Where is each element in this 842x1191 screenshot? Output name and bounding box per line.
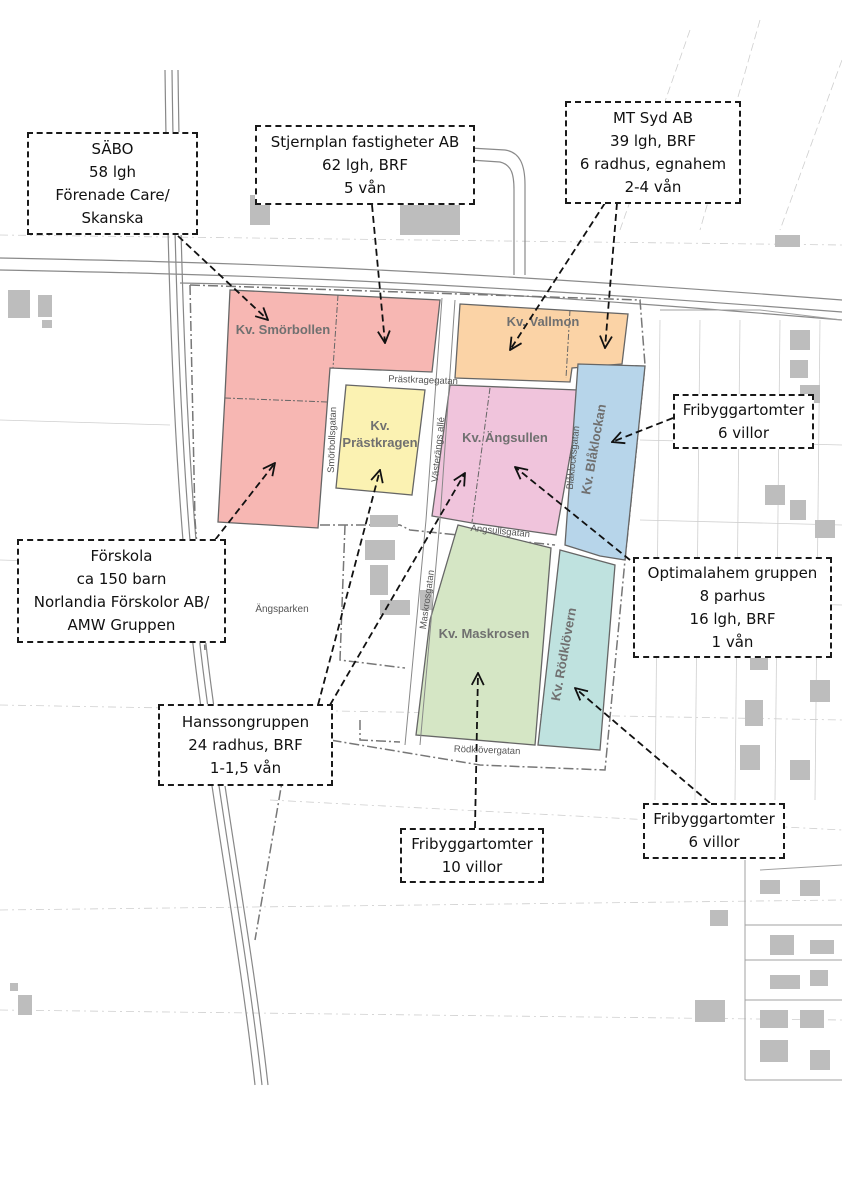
stjernplan-line-3: 5 vån <box>344 178 386 197</box>
mtsyd-line-4: 2-4 vån <box>624 177 682 196</box>
optimalahem-line-1: Optimalahem gruppen <box>647 563 818 582</box>
label-forskola: Förskola ca 150 barn Norlandia Förskolor… <box>17 539 226 643</box>
label-fribyggar-ne: Fribyggartomter 6 villor <box>673 394 814 449</box>
fribyggar-se-line-2: 6 villor <box>688 833 740 851</box>
leader-arrows <box>177 202 711 829</box>
fribyggar-s-line-2: 10 villor <box>441 857 503 876</box>
label-mtsyd: MT Syd AB 39 lgh, BRF 6 radhus, egnahem … <box>565 101 741 204</box>
park-angsparken: Ängsparken <box>255 603 308 615</box>
label-sabo: SÄBO 58 lgh Förenade Care/ Skanska <box>27 132 198 235</box>
main-road <box>0 147 842 321</box>
stjernplan-line-1: Stjernplan fastigheter AB <box>270 132 460 151</box>
label-hansson: Hanssongruppen 24 radhus, BRF 1-1,5 vån <box>158 704 333 786</box>
mtsyd-line-3: 6 radhus, egnahem <box>579 154 727 173</box>
sabo-line-1: SÄBO <box>91 139 134 158</box>
forskola-line-4: AMW Gruppen <box>67 616 176 634</box>
neighbourhood-plots <box>660 309 842 1081</box>
label-prastkragen-1: Kv. <box>370 418 389 433</box>
block-prastkragen[interactable] <box>335 384 426 496</box>
fribyggar-se-line-1: Fribyggartomter <box>653 810 775 828</box>
label-smorbollen: Kv. Smörbollen <box>236 322 330 337</box>
street-prastkragegatan: Prästkragegatan <box>388 374 458 387</box>
optimalahem-line-2: 8 parhus <box>699 586 766 605</box>
label-optimalahem: Optimalahem gruppen 8 parhus 16 lgh, BRF… <box>633 557 832 658</box>
fribyggar-s-line-1: Fribyggartomter <box>411 834 533 853</box>
label-angsullen: Kv. Ängsullen <box>462 430 548 445</box>
label-fribyggar-se: Fribyggartomter 6 villor <box>643 803 785 859</box>
street-smorbollsgatan: Smörbollsgatan <box>326 407 339 473</box>
forskola-line-2: ca 150 barn <box>76 570 167 588</box>
forskola-line-3: Norlandia Förskolor AB/ <box>33 593 210 611</box>
label-stjernplan: Stjernplan fastigheter AB 62 lgh, BRF 5 … <box>255 125 475 205</box>
forskola-line-1: Förskola <box>90 547 153 565</box>
fribyggar-ne-line-1: Fribyggartomter <box>682 400 805 419</box>
sabo-line-3: Förenade Care/ <box>55 185 170 204</box>
stjernplan-line-2: 62 lgh, BRF <box>322 155 408 174</box>
label-maskrosen: Kv. Maskrosen <box>439 626 530 641</box>
hansson-line-2: 24 radhus, BRF <box>188 735 303 754</box>
hansson-line-1: Hanssongruppen <box>181 712 310 731</box>
label-prastkragen-2: Prästkragen <box>342 435 417 450</box>
block-vallmon[interactable] <box>454 303 629 383</box>
label-vallmon: Kv. Vallmon <box>507 314 580 329</box>
block-blaklockan[interactable] <box>564 363 646 561</box>
sabo-line-4: Skanska <box>81 208 144 227</box>
block-angsullen[interactable] <box>431 384 581 536</box>
optimalahem-line-3: 16 lgh, BRF <box>689 609 776 628</box>
optimalahem-line-4: 1 vån <box>711 632 754 651</box>
block-rodklovern[interactable] <box>537 549 616 751</box>
label-fribyggar-s: Fribyggartomter 10 villor <box>400 828 544 883</box>
mtsyd-line-1: MT Syd AB <box>612 108 694 127</box>
hansson-line-3: 1-1,5 vån <box>209 758 282 777</box>
street-rodklovergatan: Rödklövergatan <box>454 744 521 757</box>
block-labels: Kv. Smörbollen Kv. Prästkragen Kv. Vallm… <box>236 314 609 702</box>
block-maskrosen[interactable] <box>415 524 552 746</box>
internal-streets <box>404 297 456 746</box>
mtsyd-line-2: 39 lgh, BRF <box>610 131 696 150</box>
fribyggar-ne-line-2: 6 villor <box>717 423 770 442</box>
sabo-line-2: 58 lgh <box>88 162 137 181</box>
existing-buildings <box>8 195 835 1070</box>
